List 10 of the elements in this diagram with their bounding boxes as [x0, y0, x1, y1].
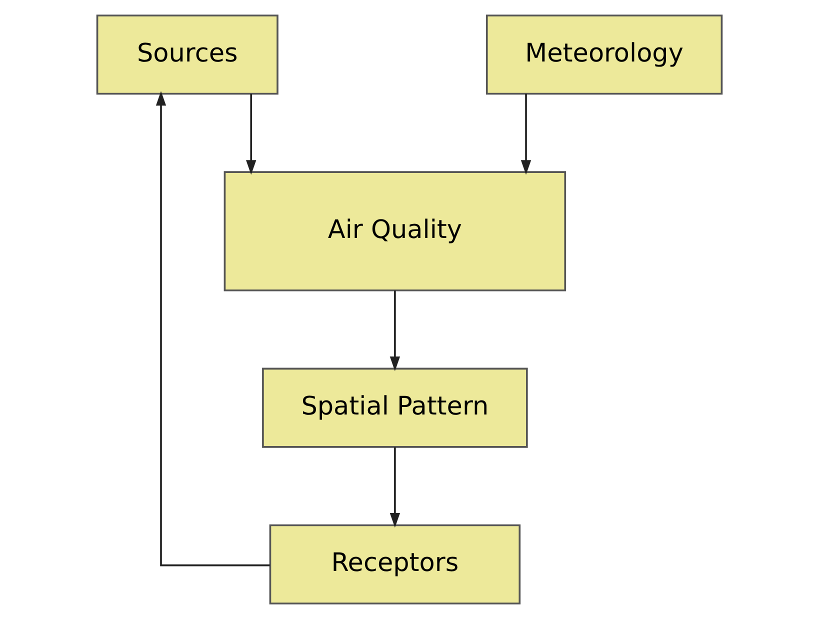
- node-box: Sources: [96, 14, 278, 95]
- node-box: Air Quality: [224, 171, 566, 292]
- node-box: Receptors: [269, 524, 521, 604]
- arrow: [520, 94, 532, 175]
- node-box: Meteorology: [486, 14, 723, 95]
- arrow: [390, 447, 400, 528]
- arrow: [390, 290, 400, 372]
- node-box: Spatial Pattern: [262, 368, 528, 448]
- arrow: [246, 94, 256, 175]
- arrow: [156, 91, 270, 566]
